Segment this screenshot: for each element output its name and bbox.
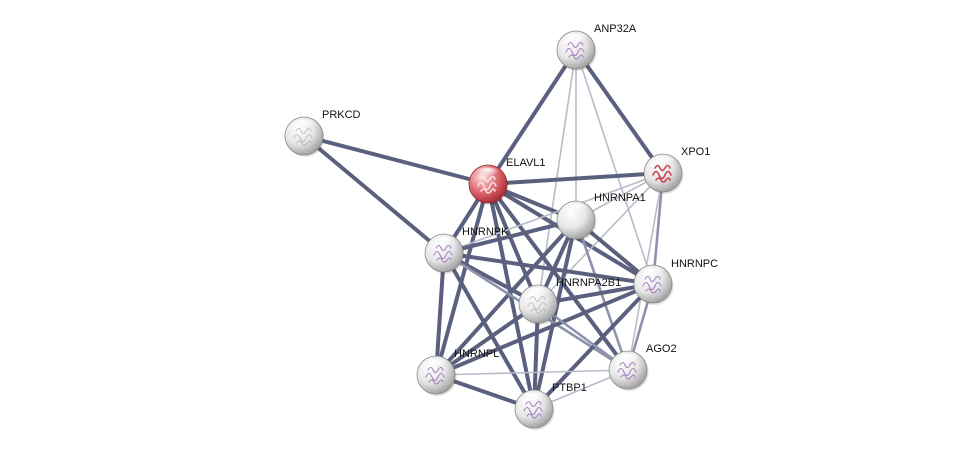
edge-hnrnpk-ptbp1[interactable]: [442, 251, 536, 411]
edge-anp32a-elavl1[interactable]: [486, 48, 578, 186]
node-ptbp1[interactable]: PTBP1: [514, 382, 587, 430]
edge-prkcd-hnrnpk[interactable]: [302, 134, 446, 255]
node-label-hnrnpa1: HNRNPA1: [594, 192, 646, 204]
edge-hnrnpc-ptbp1[interactable]: [532, 282, 655, 411]
node-xpo1[interactable]: XPO1: [643, 146, 710, 194]
node-label-hnrnpa2b1: HNRNPA2B1: [556, 277, 621, 289]
node-label-hnrnpk: HNRNPK: [462, 226, 509, 238]
node-anp32a[interactable]: ANP32A: [556, 23, 637, 71]
node-highlight: [564, 33, 588, 46]
edge-elavl1-ago2[interactable]: [486, 182, 630, 372]
node-hnrnpk[interactable]: HNRNPK: [424, 226, 509, 274]
edge-hnrnpa2b1-hnrnpl[interactable]: [434, 302, 540, 377]
node-hnrnpc[interactable]: HNRNPC: [633, 258, 718, 305]
edge-hnrnpc-hnrnpa2b1[interactable]: [536, 282, 655, 306]
edge-hnrnpa1-hnrnpl[interactable]: [434, 218, 578, 377]
node-hnrnpa1[interactable]: HNRNPA1: [556, 192, 646, 241]
edge-prkcd-elavl1[interactable]: [302, 134, 490, 186]
edge-hnrnpc-hnrnpl[interactable]: [434, 282, 655, 377]
edge-elavl1-hnrnpa2b1[interactable]: [486, 182, 540, 306]
node-prkcd[interactable]: PRKCD: [284, 109, 361, 157]
node-label-xpo1: XPO1: [681, 146, 710, 158]
edge-hnrnpl-ago2[interactable]: [435, 369, 629, 376]
node-highlight: [616, 353, 640, 366]
node-highlight: [526, 287, 550, 300]
edge-hnrnpk-hnrnpc[interactable]: [442, 251, 655, 286]
node-highlight: [651, 156, 675, 169]
node-highlight: [424, 358, 448, 371]
node-highlight: [476, 167, 500, 180]
edge-hnrnpa1-ago2[interactable]: [574, 218, 630, 372]
edge-anp32a-xpo1[interactable]: [574, 48, 665, 175]
edge-anp32a-hnrnpc[interactable]: [575, 49, 654, 285]
edge-elavl1-xpo1[interactable]: [486, 171, 665, 186]
node-highlight: [292, 119, 316, 132]
node-highlight: [564, 203, 588, 216]
edge-hnrnpa1-ptbp1[interactable]: [532, 218, 578, 411]
node-label-hnrnpl: HNRNPL: [454, 348, 499, 360]
node-highlight: [641, 267, 665, 280]
node-elavl1[interactable]: ELAVL1: [468, 157, 546, 205]
node-label-elavl1: ELAVL1: [506, 157, 546, 169]
node-label-prkcd: PRKCD: [322, 109, 361, 121]
node-label-hnrnpc: HNRNPC: [671, 258, 718, 270]
edge-elavl1-hnrnpl[interactable]: [434, 182, 490, 377]
node-hnrnpl[interactable]: HNRNPL: [416, 348, 499, 396]
node-highlight: [432, 236, 456, 249]
node-label-anp32a: ANP32A: [594, 23, 637, 35]
edge-hnrnpk-hnrnpl[interactable]: [434, 251, 446, 377]
edge-hnrnpa1-hnrnpk[interactable]: [442, 218, 578, 255]
node-label-ptbp1: PTBP1: [552, 382, 587, 394]
node-highlight: [522, 392, 546, 405]
node-label-ago2: AGO2: [646, 343, 677, 355]
node-hnrnpa2b1[interactable]: HNRNPA2B1: [518, 277, 621, 325]
edge-xpo1-hnrnpk[interactable]: [443, 172, 664, 254]
node-ago2[interactable]: AGO2: [608, 343, 677, 391]
